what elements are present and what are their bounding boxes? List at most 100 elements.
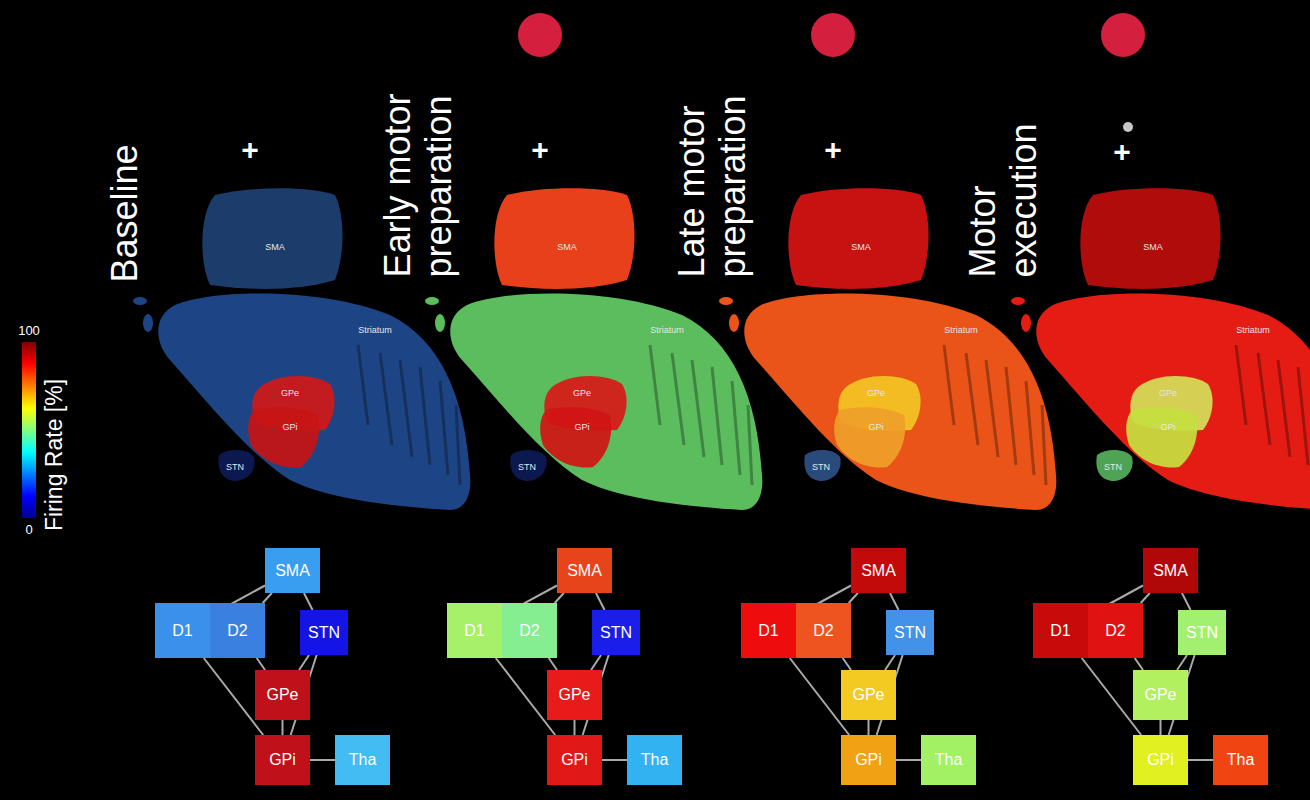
fiber-stripe	[650, 345, 660, 425]
fiber-stripe	[966, 353, 978, 445]
region-label: GPi	[868, 423, 883, 432]
region-fill	[804, 450, 840, 481]
cue-circle	[1101, 13, 1145, 57]
node-label: STN	[308, 625, 340, 641]
node-label: Tha	[641, 752, 669, 768]
brain-region: STN	[800, 447, 842, 482]
pathway-line	[885, 655, 895, 670]
pathway-line	[849, 593, 858, 603]
fixation-cross: +	[531, 133, 549, 168]
region-fill	[1036, 294, 1310, 510]
region-fragment	[133, 297, 147, 305]
node-label: D1	[172, 623, 192, 639]
region-fill	[1096, 450, 1132, 481]
region-label: Striatum	[650, 326, 684, 335]
region-outline	[832, 405, 908, 470]
region-fill	[218, 450, 254, 481]
fiber-stripe	[1006, 367, 1016, 465]
region-label: STN	[812, 463, 830, 472]
network-node: Tha	[627, 735, 682, 785]
pathway-line	[602, 759, 627, 761]
pathway-line	[574, 720, 576, 735]
region-fill	[450, 294, 762, 510]
region-fragment	[729, 314, 739, 332]
pathway-line	[843, 658, 851, 670]
pathway-line	[1182, 593, 1191, 610]
brain-region: GPi	[1124, 405, 1200, 470]
fiber-stripe	[1258, 353, 1270, 445]
brain-region: GPi	[538, 405, 614, 470]
region-outline	[487, 185, 637, 292]
network-node: D1	[1033, 603, 1088, 658]
network-node: Tha	[335, 735, 390, 785]
node-label: GPi	[269, 752, 296, 768]
fiber-stripe	[732, 381, 740, 475]
network-node: GPi	[547, 735, 602, 785]
network-node: SMA	[557, 548, 612, 593]
region-outline	[538, 405, 614, 470]
network-node: STN	[300, 610, 348, 655]
region-fragment	[435, 314, 445, 332]
pathway-line	[555, 593, 564, 603]
region-fragment	[1011, 297, 1025, 305]
fiber-stripe	[748, 405, 752, 485]
brain-region: GPi	[246, 405, 322, 470]
panel-title: Motor execution	[962, 43, 1045, 278]
node-label: STN	[894, 625, 926, 641]
region-outline	[1073, 185, 1223, 292]
pathway-line	[1188, 759, 1213, 761]
network-node: STN	[886, 610, 934, 655]
network-node: STN	[1178, 610, 1226, 655]
pathway-line	[263, 593, 272, 603]
network-node: GPe	[1133, 670, 1188, 720]
network-node: D2	[1088, 603, 1143, 658]
network-node: D2	[796, 603, 851, 658]
pathway-line	[1135, 658, 1143, 670]
target-dot	[1123, 122, 1133, 132]
region-label: Striatum	[1236, 326, 1270, 335]
panel-title: Baseline	[104, 48, 145, 283]
network-node: SMA	[851, 548, 906, 593]
brain-region: SMA	[195, 185, 345, 292]
brain-region: SMA	[1073, 185, 1223, 292]
node-label: SMA	[861, 563, 896, 579]
fiber-stripe	[672, 353, 684, 445]
region-outline	[781, 185, 931, 292]
region-label: GPi	[1160, 423, 1175, 432]
node-label: GPe	[558, 687, 590, 703]
colorbar	[22, 342, 36, 518]
network-node: GPi	[255, 735, 310, 785]
cue-circle	[811, 13, 855, 57]
network-node: D1	[741, 603, 796, 658]
pathway-line	[1160, 720, 1162, 735]
brain-region: SMA	[487, 185, 637, 292]
node-label: GPi	[1147, 752, 1174, 768]
pathway-line	[299, 655, 309, 670]
region-fill	[1126, 407, 1197, 467]
pathway-line	[310, 759, 335, 761]
fiber-stripe	[1042, 405, 1046, 485]
pathway-line	[896, 759, 921, 761]
fixation-cross: +	[1113, 135, 1131, 170]
brain-region: STN	[214, 447, 256, 482]
fiber-stripe	[456, 405, 460, 485]
fiber-stripe	[986, 360, 998, 457]
node-label: GPe	[852, 687, 884, 703]
region-label: Striatum	[358, 326, 392, 335]
region-fragment	[719, 297, 733, 305]
pathway-line	[304, 593, 313, 610]
node-label: Tha	[935, 752, 963, 768]
fiber-stripe	[400, 360, 412, 457]
fiber-stripe	[1298, 367, 1308, 465]
brain-region: SMA	[781, 185, 931, 292]
region-outline	[246, 405, 322, 470]
fiber-stripe	[1026, 381, 1034, 475]
node-label: SMA	[275, 563, 310, 579]
region-label: GPi	[282, 423, 297, 432]
fixation-cross: +	[241, 133, 259, 168]
pathway-line	[549, 658, 557, 670]
node-label: D2	[813, 623, 833, 639]
fiber-stripe	[420, 367, 430, 465]
region-fill	[158, 294, 470, 510]
colorbar-title: Firing Rate [%]	[41, 335, 67, 575]
